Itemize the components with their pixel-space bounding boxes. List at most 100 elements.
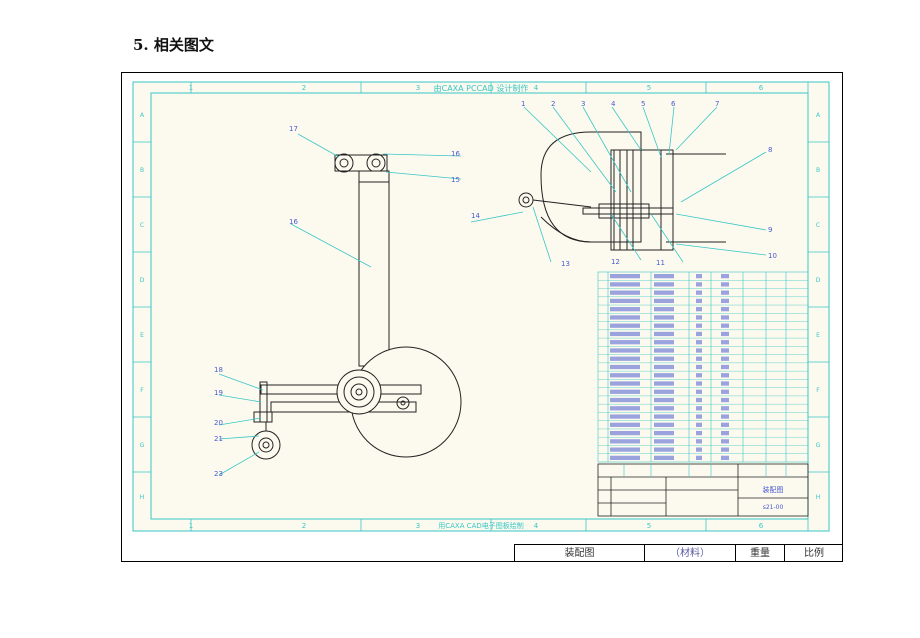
table-cell-mark — [610, 455, 640, 460]
part-label: 19 — [214, 389, 223, 397]
table-cell-mark — [610, 331, 640, 337]
table-cell-mark — [721, 331, 729, 337]
table-cell-mark — [654, 315, 674, 320]
table-cell-mark — [721, 298, 729, 304]
row-letter: D — [140, 277, 145, 284]
table-cell-mark — [610, 414, 640, 419]
table-cell-mark — [696, 348, 702, 353]
table-cell-mark — [696, 315, 702, 320]
table-cell-mark — [696, 406, 702, 411]
table-cell-mark — [696, 274, 702, 279]
title-bar-scale: 比例 — [784, 544, 843, 562]
table-cell-mark — [610, 397, 640, 403]
table-cell-mark — [696, 364, 702, 370]
row-letter: E — [140, 332, 144, 339]
table-cell-mark — [721, 455, 729, 460]
table-cell-mark — [654, 414, 674, 419]
assembly-drawing: 1 2 3 4 5 6 1 2 3 4 5 6 由CAXA PCCAD 设计制作… — [132, 81, 830, 532]
right-assembly — [518, 131, 726, 251]
col-number: 6 — [759, 84, 764, 92]
table-cell-mark — [696, 397, 702, 403]
table-cell-mark — [610, 447, 640, 452]
row-letter: F — [816, 387, 820, 394]
table-cell-mark — [610, 406, 640, 411]
table-cell-mark — [654, 356, 674, 361]
table-cell-mark — [696, 356, 702, 361]
part-label: 20 — [214, 419, 223, 427]
table-cell-mark — [610, 282, 640, 287]
table-cell-mark — [696, 455, 702, 460]
table-cell-mark — [610, 323, 640, 328]
table-cell-mark — [721, 323, 729, 328]
table-cell-mark — [721, 356, 729, 361]
title-bar-material: （材料） — [644, 544, 735, 562]
part-label: 6 — [671, 100, 676, 108]
table-cell-mark — [696, 331, 702, 337]
table-cell-mark — [610, 364, 640, 370]
part-label: 14 — [471, 212, 480, 220]
table-cell-mark — [696, 373, 702, 378]
table-cell-mark — [654, 389, 674, 394]
table-cell-mark — [721, 340, 729, 345]
table-cell-mark — [721, 422, 729, 427]
table-cell-mark — [654, 447, 674, 452]
row-letter: G — [816, 442, 821, 449]
col-number: 3 — [416, 522, 420, 530]
part-label: 11 — [656, 259, 665, 267]
table-cell-mark — [721, 389, 729, 394]
table-cell-mark — [654, 348, 674, 353]
part-label: 23 — [214, 470, 223, 478]
table-cell-mark — [654, 439, 674, 444]
table-cell-mark — [721, 373, 729, 378]
table-cell-mark — [654, 364, 674, 370]
table-cell-mark — [721, 397, 729, 403]
table-cell-mark — [654, 282, 674, 287]
table-cell-mark — [610, 348, 640, 353]
table-cell-mark — [696, 447, 702, 452]
drawing-number: s21-00 — [763, 504, 784, 511]
part-label: 4 — [611, 100, 616, 108]
table-cell-mark — [654, 455, 674, 460]
part-label: 12 — [611, 258, 620, 266]
row-letter: G — [140, 442, 145, 449]
table-cell-mark — [654, 307, 674, 312]
table-cell-mark — [610, 381, 640, 386]
table-cell-mark — [610, 439, 640, 444]
table-cell-mark — [721, 430, 729, 436]
part-label: 3 — [581, 100, 585, 108]
part-label: 15 — [451, 176, 460, 184]
table-cell-mark — [696, 430, 702, 436]
table-cell-mark — [654, 381, 674, 386]
table-cell-mark — [721, 282, 729, 287]
title-bar-name: 装配图 — [514, 544, 644, 562]
col-number: 4 — [534, 522, 539, 530]
part-label: 13 — [561, 260, 570, 268]
table-cell-mark — [654, 290, 674, 295]
part-label: 16 — [289, 218, 298, 226]
table-cell-mark — [654, 331, 674, 337]
table-cell-mark — [696, 282, 702, 287]
col-number: 2 — [302, 84, 306, 92]
col-number: 6 — [759, 522, 764, 530]
col-number: 4 — [534, 84, 539, 92]
col-number: 5 — [647, 522, 651, 530]
table-cell-mark — [610, 298, 640, 304]
part-label: 10 — [768, 252, 777, 260]
table-cell-mark — [696, 422, 702, 427]
col-number: 1 — [189, 84, 193, 92]
col-number: 3 — [416, 84, 420, 92]
table-cell-mark — [721, 447, 729, 452]
col-number: 2 — [302, 522, 306, 530]
table-cell-mark — [721, 364, 729, 370]
row-letter: A — [140, 112, 145, 119]
part-label: 9 — [768, 226, 772, 234]
table-cell-mark — [696, 381, 702, 386]
table-cell-mark — [654, 373, 674, 378]
table-cell-mark — [654, 274, 674, 279]
part-label: 16 — [451, 150, 460, 158]
table-cell-mark — [654, 430, 674, 436]
row-letter: A — [816, 112, 821, 119]
table-cell-mark — [610, 274, 640, 279]
table-cell-mark — [654, 422, 674, 427]
parts-list-table — [597, 271, 809, 463]
